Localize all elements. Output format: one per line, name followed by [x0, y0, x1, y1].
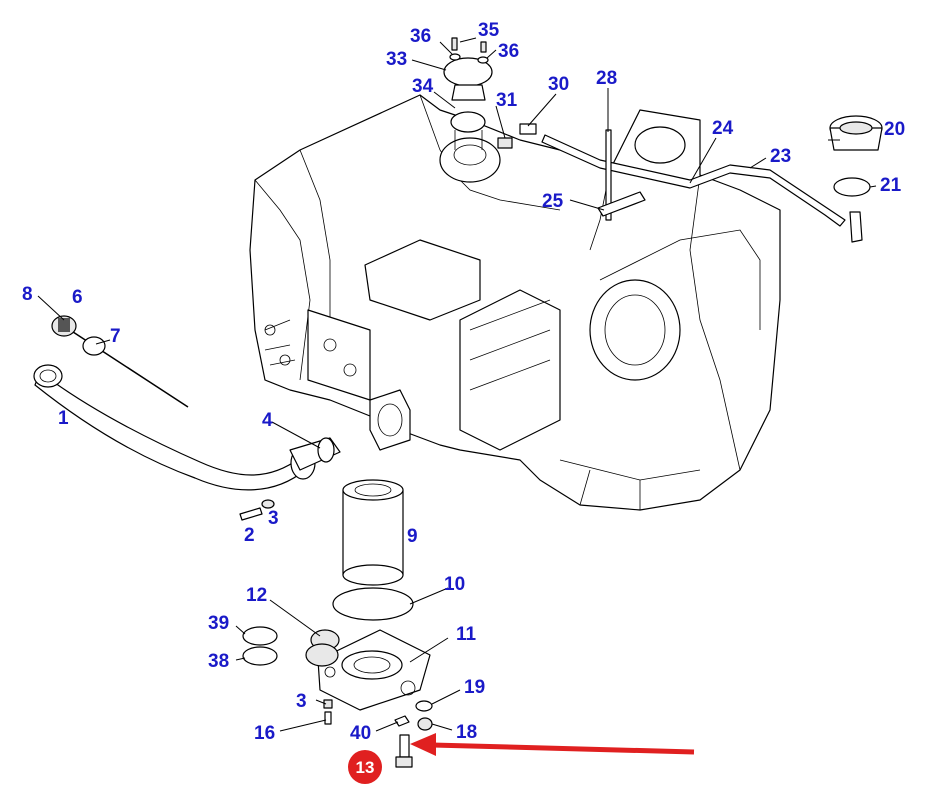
o-ring-7: [82, 336, 106, 356]
callout-8: 8: [22, 284, 33, 305]
callout-18: 18: [456, 722, 477, 743]
oil-filler-cap: [51, 315, 77, 337]
callout-7: 7: [110, 326, 121, 347]
highlight-badge-13: 13: [348, 750, 382, 784]
valve-12: [305, 629, 340, 667]
callout-28: 28: [596, 68, 617, 89]
breather-cap-20: [829, 115, 883, 151]
o-rings-38-39: [242, 626, 278, 666]
callout-25: 25: [542, 191, 564, 212]
callout-6: 6: [72, 287, 83, 308]
hydraulic-filter: [342, 479, 404, 586]
cover-screws: [449, 37, 489, 64]
o-ring-21: [833, 177, 871, 197]
drain-plug-13: [395, 734, 413, 768]
filler-gasket-4: [317, 437, 335, 463]
callout-16: 16: [254, 723, 275, 744]
callout-38: 38: [208, 651, 229, 672]
callout-12: 12: [246, 585, 267, 606]
callout-31: 31: [496, 90, 518, 111]
callout-35: 35: [478, 20, 500, 41]
filter-head-11: [317, 629, 431, 711]
callout-39: 39: [208, 613, 229, 634]
callout-23: 23: [770, 146, 791, 167]
highlight-arrow: [410, 733, 695, 756]
callout-11: 11: [456, 624, 477, 645]
callout-1: 1: [58, 408, 69, 429]
filter-gasket-10: [332, 587, 414, 621]
callout-34: 34: [412, 76, 434, 97]
callout-36-right: 36: [498, 41, 519, 62]
transmission-housing: [249, 94, 781, 511]
callout-21: 21: [880, 175, 902, 196]
callout-19: 19: [464, 677, 485, 698]
callout-3-lower: 3: [296, 691, 307, 712]
badge-13-label: 13: [356, 758, 375, 777]
callout-40: 40: [350, 723, 371, 744]
callout-3: 3: [268, 508, 279, 529]
callout-24: 24: [712, 118, 734, 139]
callout-33: 33: [386, 49, 407, 70]
leader-lines: [37, 37, 877, 732]
top-cover-33: [443, 57, 493, 150]
callout-9: 9: [407, 526, 418, 547]
small-fittings: [323, 699, 433, 731]
callout-10: 10: [444, 574, 465, 595]
callout-20: 20: [884, 119, 905, 140]
callout-30: 30: [548, 74, 569, 95]
callout-36-left: 36: [410, 26, 431, 47]
callout-labels: 1 2 3 4 6 7 8 9 10 11 12 39 38 3 16 40 1…: [22, 20, 905, 744]
washer-3: [261, 499, 275, 509]
callout-4: 4: [262, 410, 273, 431]
bolt-2: [239, 507, 263, 521]
callout-2: 2: [244, 525, 255, 546]
breather-line: [497, 123, 863, 243]
